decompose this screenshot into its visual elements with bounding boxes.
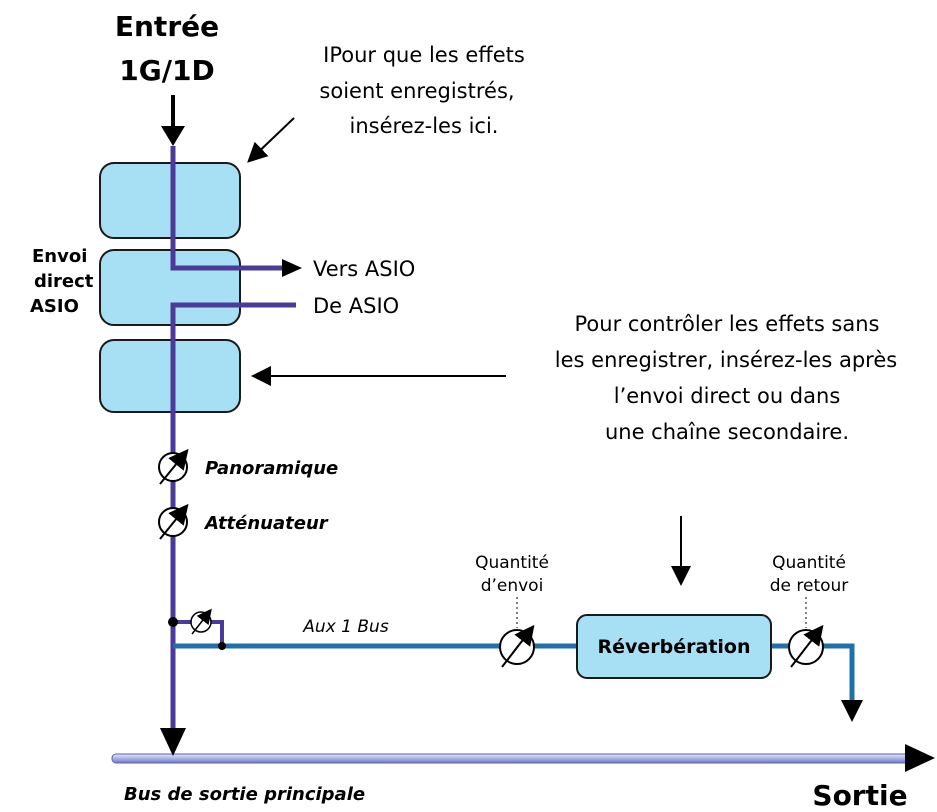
return-amount-line1: Quantité <box>772 553 846 573</box>
input-arrowhead <box>161 126 185 146</box>
signal-path-purple <box>160 146 302 756</box>
record-note-line1: IPour que les effets <box>323 43 525 67</box>
reverb-label: Réverbération <box>597 636 750 658</box>
fader-label: Atténuateur <box>203 513 329 534</box>
send-amount-knob-icon[interactable] <box>499 624 535 668</box>
direct-send-line2: direct <box>34 271 94 292</box>
aux-bus-label: Aux 1 Bus <box>302 617 389 637</box>
to-asio-label: Vers ASIO <box>313 257 415 281</box>
pan-label: Panoramique <box>205 458 338 479</box>
input-label-line1: Entrée <box>115 10 219 43</box>
direct-send-line1: Envoi <box>32 246 87 267</box>
reverb-box[interactable] <box>576 614 772 679</box>
insert-slot-1[interactable] <box>99 162 241 239</box>
return-amount-line2: de retour <box>770 576 849 596</box>
fader-knob-icon[interactable] <box>158 503 189 540</box>
insert-slot-3[interactable] <box>99 339 241 413</box>
main-bus-label: Bus de sortie principale <box>124 784 365 805</box>
send-amount-line1: Quantité <box>475 553 549 573</box>
record-note-line3: insérez-les ici. <box>350 114 499 138</box>
record-note-line2: soient enregistrés, <box>319 79 514 103</box>
monitor-note-line1: Pour contrôler les effets sans <box>575 312 880 336</box>
monitor-note-line2: les enregistrer, insérez-les après <box>555 348 897 372</box>
input-label-line2: 1G/1D <box>119 54 214 87</box>
monitor-note-line4: une chaîne secondaire. <box>605 420 849 444</box>
monitor-note-line3: l’envoi direct ou dans <box>614 384 841 408</box>
output-arrowhead <box>905 744 935 772</box>
record-note-arrow <box>247 117 295 163</box>
insert-slot-asio[interactable] <box>99 249 241 326</box>
output-label: Sortie <box>812 779 907 812</box>
pan-knob-icon[interactable] <box>158 448 189 485</box>
aux-pre-knob-icon[interactable] <box>190 608 212 635</box>
main-output-bus <box>111 744 935 772</box>
from-asio-label: De ASIO <box>313 294 399 318</box>
direct-send-line3: ASIO <box>30 296 79 317</box>
send-amount-line2: d’envoi <box>481 576 544 596</box>
return-amount-knob-icon[interactable] <box>788 624 824 668</box>
